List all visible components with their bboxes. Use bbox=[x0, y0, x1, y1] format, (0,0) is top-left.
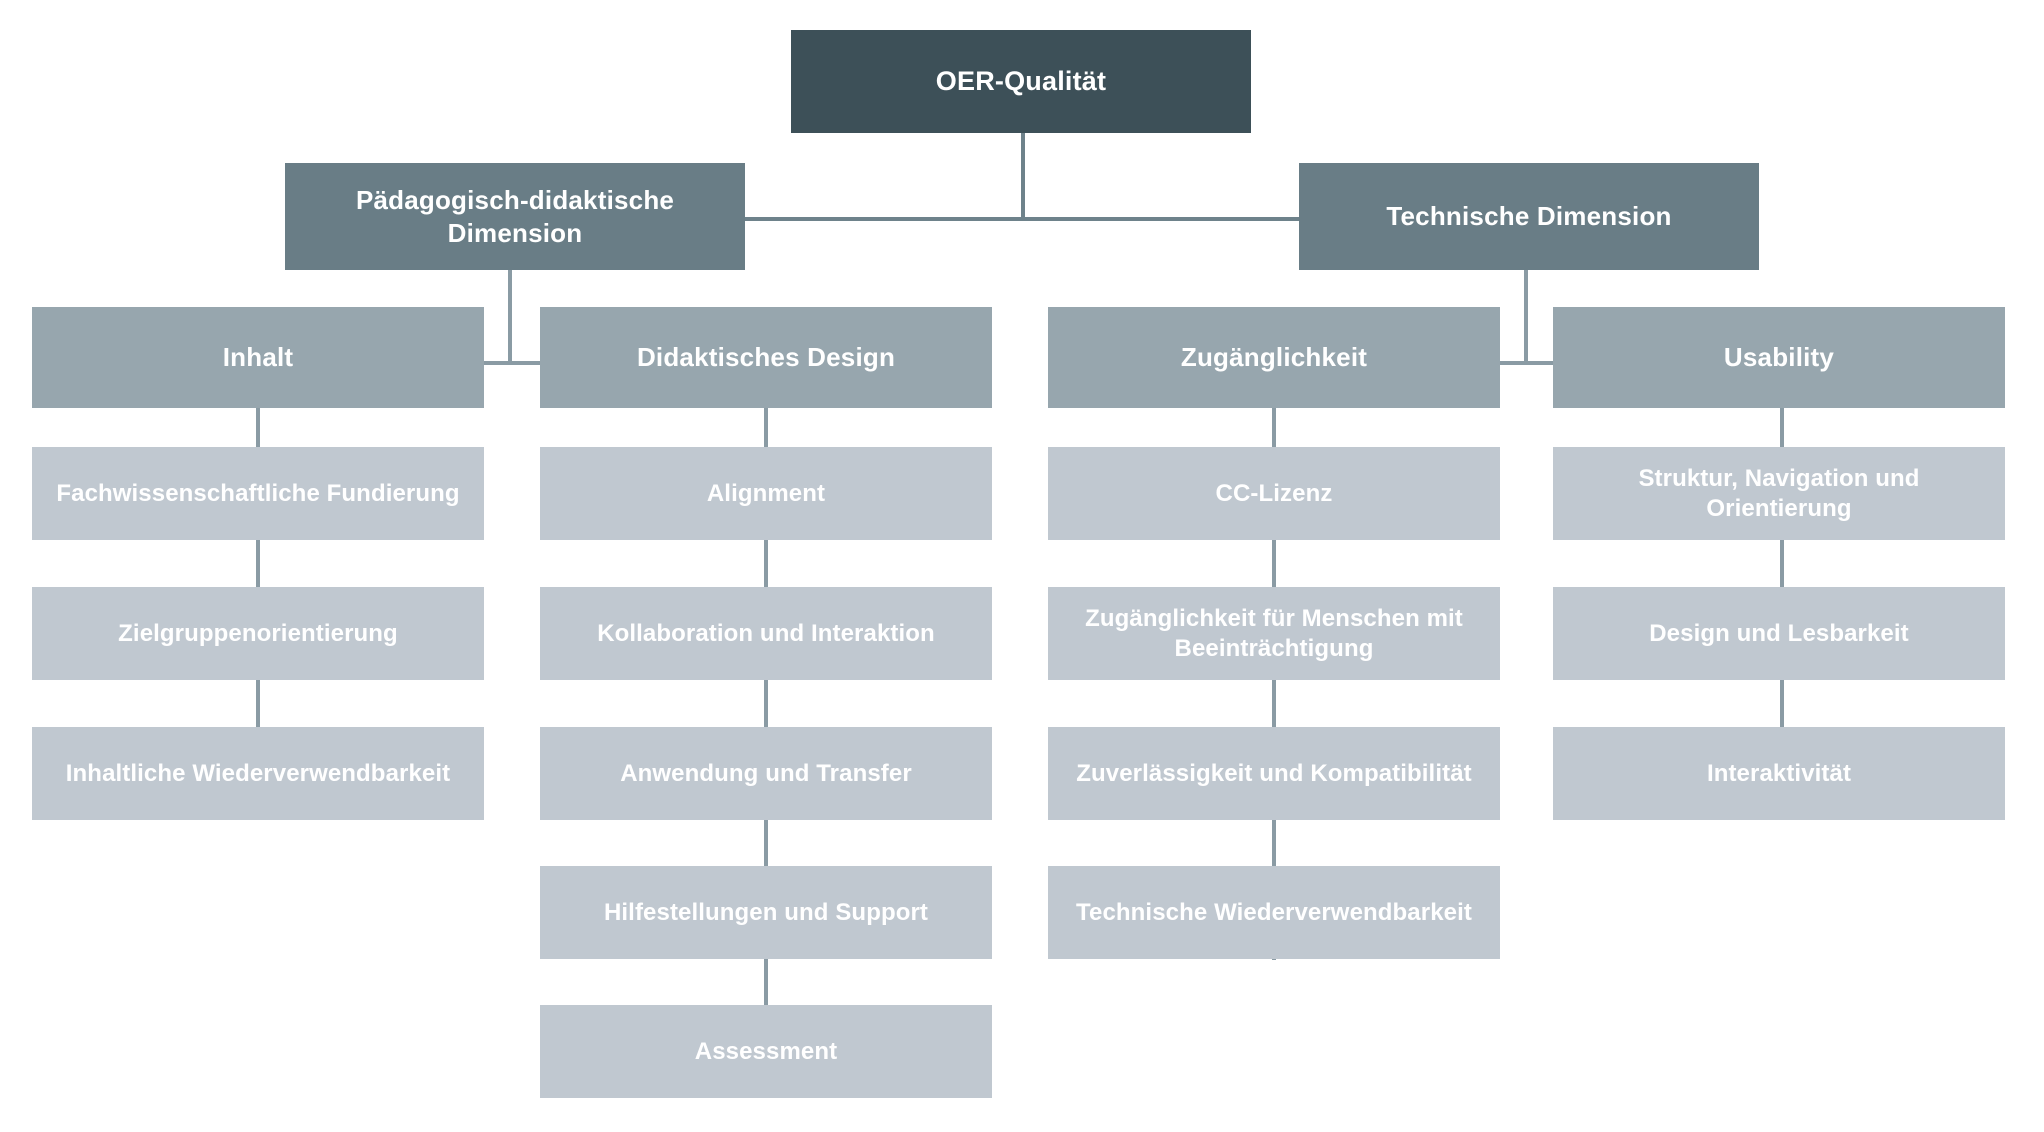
connector-right-dimension-stem bbox=[1524, 270, 1528, 363]
node-dimension-technische[interactable]: Technische Dimension bbox=[1299, 163, 1759, 270]
node-category-label: Zugänglichkeit bbox=[1180, 342, 1368, 373]
node-leaf-label: Anwendung und Transfer bbox=[620, 759, 912, 787]
node-leaf-label: Assessment bbox=[694, 1037, 838, 1065]
node-root-oer-qualitaet[interactable]: OER-Qualität bbox=[791, 30, 1251, 133]
node-leaf-label: Kollaboration und Interaktion bbox=[597, 619, 935, 647]
connector-root-stem bbox=[1021, 133, 1025, 221]
node-leaf-label: Zugänglichkeit für Menschen mit Beeinträ… bbox=[1085, 604, 1463, 662]
node-leaf[interactable]: Zielgruppenorientierung bbox=[32, 587, 484, 680]
node-leaf[interactable]: Technische Wiederverwendbarkeit bbox=[1048, 866, 1500, 959]
node-leaf[interactable]: Assessment bbox=[540, 1005, 992, 1098]
node-leaf[interactable]: Zugänglichkeit für Menschen mit Beeinträ… bbox=[1048, 587, 1500, 680]
node-leaf[interactable]: CC-Lizenz bbox=[1048, 447, 1500, 540]
node-leaf-label: Hilfestellungen und Support bbox=[603, 898, 929, 926]
node-category-label: Didaktisches Design bbox=[636, 342, 896, 373]
node-category-didaktisches-design[interactable]: Didaktisches Design bbox=[540, 307, 992, 408]
node-leaf-label: Interaktivität bbox=[1706, 759, 1852, 787]
node-leaf[interactable]: Inhaltliche Wiederverwendbarkeit bbox=[32, 727, 484, 820]
connector-root-bus bbox=[735, 217, 1307, 221]
node-leaf[interactable]: Alignment bbox=[540, 447, 992, 540]
node-leaf-label: Fachwissenschaftliche Fundierung bbox=[56, 479, 460, 507]
node-category-label: Inhalt bbox=[222, 342, 294, 373]
node-leaf-label: Struktur, Navigation und Orientierung bbox=[1638, 464, 1920, 522]
node-category-usability[interactable]: Usability bbox=[1553, 307, 2005, 408]
node-leaf[interactable]: Hilfestellungen und Support bbox=[540, 866, 992, 959]
node-leaf-label: CC-Lizenz bbox=[1215, 479, 1333, 507]
node-category-inhalt[interactable]: Inhalt bbox=[32, 307, 484, 408]
node-dimension-label: Pädagogisch-didaktische Dimension bbox=[355, 185, 675, 248]
node-dimension-label: Technische Dimension bbox=[1386, 201, 1672, 232]
node-leaf-label: Alignment bbox=[706, 479, 826, 507]
node-leaf-label: Inhaltliche Wiederverwendbarkeit bbox=[65, 759, 451, 787]
node-root-label: OER-Qualität bbox=[935, 65, 1107, 96]
node-dimension-paedagogisch-didaktische[interactable]: Pädagogisch-didaktische Dimension bbox=[285, 163, 745, 270]
node-category-zugaenglichkeit[interactable]: Zugänglichkeit bbox=[1048, 307, 1500, 408]
node-leaf-label: Design und Lesbarkeit bbox=[1649, 619, 1909, 647]
node-leaf-label: Zielgruppenorientierung bbox=[118, 619, 398, 647]
node-leaf[interactable]: Design und Lesbarkeit bbox=[1553, 587, 2005, 680]
connector-column-3-spine bbox=[1272, 408, 1276, 960]
node-leaf[interactable]: Zuverlässigkeit und Kompatibilität bbox=[1048, 727, 1500, 820]
node-leaf-label: Technische Wiederverwendbarkeit bbox=[1076, 898, 1472, 926]
node-leaf[interactable]: Struktur, Navigation und Orientierung bbox=[1553, 447, 2005, 540]
node-leaf-label: Zuverlässigkeit und Kompatibilität bbox=[1076, 759, 1472, 787]
node-leaf[interactable]: Anwendung und Transfer bbox=[540, 727, 992, 820]
node-leaf[interactable]: Fachwissenschaftliche Fundierung bbox=[32, 447, 484, 540]
node-leaf[interactable]: Interaktivität bbox=[1553, 727, 2005, 820]
node-category-label: Usability bbox=[1723, 342, 1835, 373]
node-leaf[interactable]: Kollaboration und Interaktion bbox=[540, 587, 992, 680]
connector-left-dimension-stem bbox=[508, 270, 512, 363]
